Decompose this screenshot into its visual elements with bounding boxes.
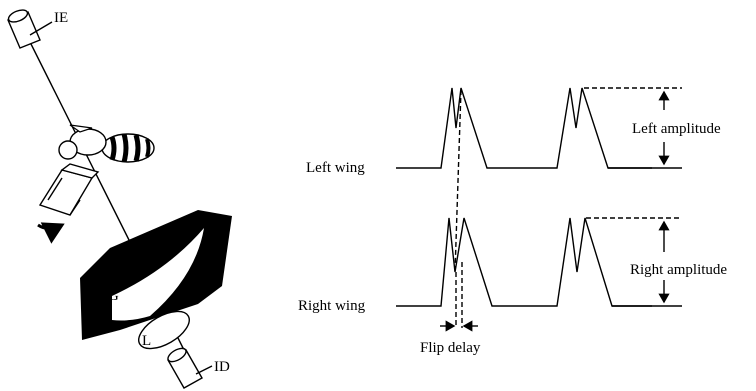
detector-label: ID [214, 359, 230, 375]
detector-leader-line [195, 365, 213, 375]
lens-shape [138, 310, 190, 350]
apparatus-diagram: IE G [7, 9, 232, 389]
lens-label: L [142, 333, 151, 349]
flip-alignment-dash [454, 89, 462, 273]
flip-delay-label: Flip delay [420, 340, 481, 356]
emitter-leader-line [29, 21, 53, 36]
emitter-label: IE [54, 10, 68, 26]
left-amplitude-label: Left amplitude [632, 121, 721, 137]
right-wing-trace [396, 217, 652, 307]
grating-label: G [108, 288, 119, 304]
wing-flap [38, 163, 100, 216]
right-wing-label: Right wing [298, 298, 366, 314]
grating-mask [80, 210, 232, 340]
left-wing-label: Left wing [306, 160, 365, 176]
flip-arrow [37, 222, 65, 244]
detector-cylinder [167, 347, 213, 389]
emitter-cylinder [7, 9, 53, 49]
left-wing-trace [396, 87, 652, 169]
right-amplitude-label: Right amplitude [630, 262, 727, 278]
wingbeat-traces: Left wing Right wing Flip delay Left amp… [298, 87, 727, 356]
fly-illustration [58, 124, 155, 163]
